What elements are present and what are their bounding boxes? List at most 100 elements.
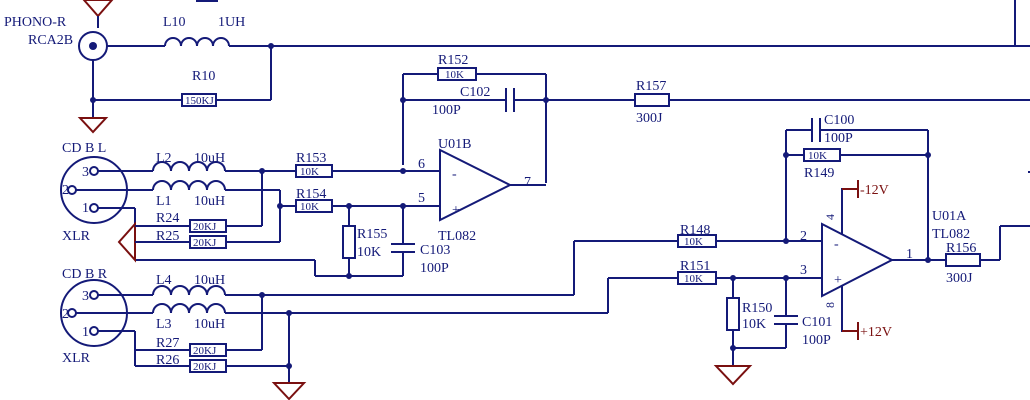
opamp-u01a xyxy=(821,222,895,298)
phono-r-label: PHONO-R xyxy=(4,15,67,30)
r10-value: 150KJ xyxy=(185,95,214,107)
u01a-plus-sign: + xyxy=(834,273,842,288)
junction-dot xyxy=(730,345,736,351)
l3-value: 10uH xyxy=(194,317,225,332)
u01b-model: TL082 xyxy=(438,229,476,244)
r26-value: 20KJ xyxy=(193,361,217,373)
junction-dot xyxy=(543,97,549,103)
cd-b-l-pin1: 1 xyxy=(82,201,89,216)
junction-dot xyxy=(925,152,931,158)
c103-value: 100P xyxy=(420,261,449,276)
l1-value: 10uH xyxy=(194,194,225,209)
r157-ref: R157 xyxy=(636,79,666,94)
c100-ref: C100 xyxy=(824,113,854,128)
inductor-l10 xyxy=(164,37,230,47)
inductor-l4 xyxy=(152,285,226,296)
junction-dot xyxy=(783,152,789,158)
u01a-pin-minus: 2 xyxy=(800,229,807,244)
r154-ref: R154 xyxy=(296,187,326,202)
resistor-r157 xyxy=(634,93,670,107)
capacitor-c103 xyxy=(391,243,415,253)
u01a-pin-plus: 3 xyxy=(800,263,807,278)
c101-ref: C101 xyxy=(802,315,832,330)
l1-ref: L1 xyxy=(156,194,172,209)
inductor-l3 xyxy=(152,303,226,314)
r152-ref: R152 xyxy=(438,53,468,68)
u01b-plus-sign: + xyxy=(452,203,460,218)
r24-value: 20KJ xyxy=(193,221,217,233)
capacitor-c100 xyxy=(811,118,821,142)
capacitor-c101 xyxy=(774,315,798,325)
r151-ref: R151 xyxy=(680,259,710,274)
u01a-pin-vpos: 8 xyxy=(823,302,837,308)
r154-value: 10K xyxy=(300,201,319,213)
cd-b-r-type: XLR xyxy=(62,351,91,366)
r25-value: 20KJ xyxy=(193,237,217,249)
r27-value: 20KJ xyxy=(193,345,217,357)
power-neg-label: -12V xyxy=(860,183,889,198)
junction-dot xyxy=(730,275,736,281)
cd-b-l-pin3: 3 xyxy=(82,165,89,180)
l4-ref: L4 xyxy=(156,273,172,288)
u01a-pin-vneg: 4 xyxy=(823,214,837,220)
cd-b-l-label: CD B L xyxy=(62,141,106,156)
r153-value: 10K xyxy=(300,166,319,178)
ground-symbol xyxy=(713,365,753,386)
r156-value: 300J xyxy=(946,271,973,286)
junction-dot xyxy=(346,273,352,279)
junction-dot xyxy=(400,168,406,174)
ground-symbol-side xyxy=(117,221,136,263)
r153-ref: R153 xyxy=(296,151,326,166)
r150-ref: R150 xyxy=(742,301,772,316)
r148-value: 10K xyxy=(684,236,703,248)
phono-r-model: RCA2B xyxy=(28,33,73,48)
u01a-model: TL082 xyxy=(932,227,970,242)
c103-ref: C103 xyxy=(420,243,450,258)
u01a-minus-sign: - xyxy=(834,237,839,252)
u01a-ref: U01A xyxy=(932,209,967,224)
resistor-r150 xyxy=(726,297,740,331)
ground-symbol-top xyxy=(82,0,114,18)
c101-value: 100P xyxy=(802,333,831,348)
u01a-pin-out: 1 xyxy=(906,247,913,262)
r157-value: 300J xyxy=(636,111,663,126)
cd-b-l-type: XLR xyxy=(62,229,91,244)
l10-ref: L10 xyxy=(163,15,186,30)
r149-ref: R149 xyxy=(804,166,834,181)
opamp-u01b xyxy=(439,148,513,222)
r27-ref: R27 xyxy=(156,336,179,351)
inductor-l2 xyxy=(152,161,226,172)
junction-dot xyxy=(400,203,406,209)
r10-ref: R10 xyxy=(192,69,215,84)
cd-b-r-pin2: 2 xyxy=(62,307,69,322)
junction-dot xyxy=(783,275,789,281)
r152-value: 10K xyxy=(445,69,464,81)
r151-value: 10K xyxy=(684,273,703,285)
l3-ref: L3 xyxy=(156,317,172,332)
power-pos-label: +12V xyxy=(860,325,892,340)
junction-dot xyxy=(346,203,352,209)
u01b-pin-minus: 6 xyxy=(418,157,425,172)
junction-dot xyxy=(783,238,789,244)
cd-b-r-label: CD B R xyxy=(62,267,108,282)
r150-value: 10K xyxy=(742,317,766,332)
u01b-minus-sign: - xyxy=(452,167,457,182)
l4-value: 10uH xyxy=(194,273,225,288)
cd-b-r-pin3: 3 xyxy=(82,289,89,304)
r24-ref: R24 xyxy=(156,211,179,226)
r156-ref: R156 xyxy=(946,241,976,256)
junction-dot xyxy=(400,97,406,103)
r149-value: 10K xyxy=(808,150,827,162)
u01b-pin-out: 7 xyxy=(524,175,531,190)
l10-value: 1UH xyxy=(218,15,245,30)
c102-ref: C102 xyxy=(460,85,490,100)
c100-value: 100P xyxy=(824,131,853,146)
ground-symbol xyxy=(271,382,307,400)
u01b-pin-plus: 5 xyxy=(418,191,425,206)
cd-b-r-pin1: 1 xyxy=(82,325,89,340)
ground-symbol xyxy=(77,117,109,134)
r26-ref: R26 xyxy=(156,353,179,368)
inductor-l1 xyxy=(152,180,226,191)
